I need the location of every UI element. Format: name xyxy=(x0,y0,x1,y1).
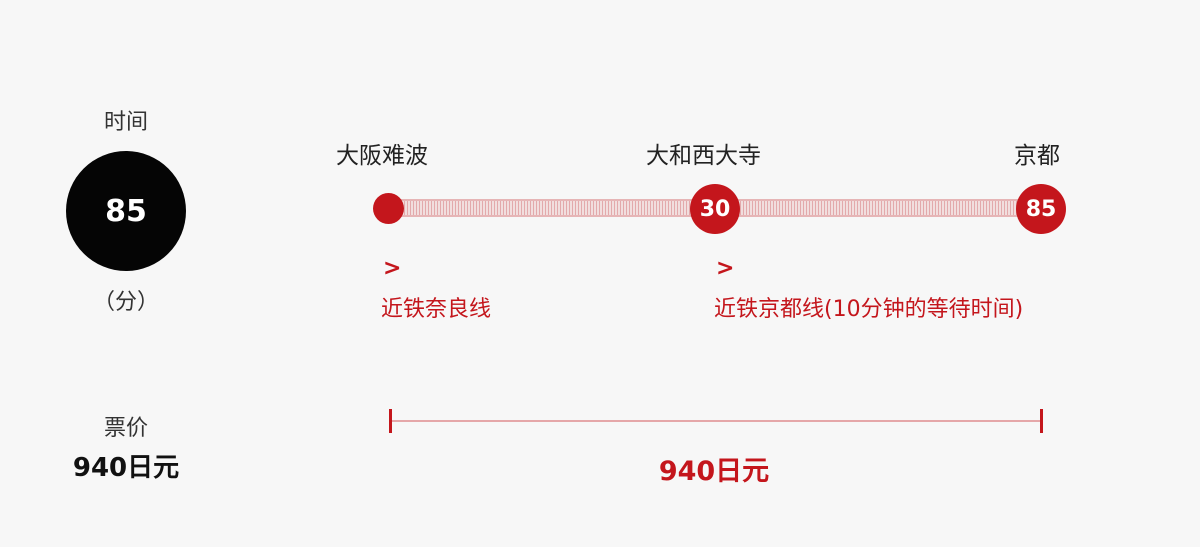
time-unit-label: （分） xyxy=(92,290,159,315)
station-name-destination: 京都 xyxy=(1014,143,1060,169)
fare-total-value: 940日元 xyxy=(72,453,180,483)
transfer-station-circle: 30 xyxy=(690,184,740,234)
fare-range-bar xyxy=(389,409,1043,433)
fare-range-start-tick xyxy=(389,409,392,433)
segment-1-arrow-icon: > xyxy=(383,256,402,281)
station-name-origin: 大阪难波 xyxy=(336,143,428,169)
origin-station-dot xyxy=(373,193,404,224)
segment-2-line-name: 近铁京都线(10分钟的等待时间) xyxy=(714,297,1024,322)
transfer-minute-value: 30 xyxy=(699,196,731,222)
destination-station-circle: 85 xyxy=(1016,184,1066,234)
fare-range-end-tick xyxy=(1040,409,1043,433)
total-time-circle: 85 xyxy=(66,151,186,271)
segment-2-arrow-icon: > xyxy=(716,256,735,281)
fare-bar-amount: 940日元 xyxy=(658,456,770,487)
segment-1-line-name: 近铁奈良线 xyxy=(381,297,492,322)
station-name-transfer: 大和西大寺 xyxy=(646,143,761,169)
time-label: 时间 xyxy=(103,110,148,135)
fare-range-line xyxy=(389,420,1043,422)
total-time-value: 85 xyxy=(105,193,147,229)
fare-label: 票价 xyxy=(103,416,148,441)
destination-minute-value: 85 xyxy=(1025,196,1057,222)
